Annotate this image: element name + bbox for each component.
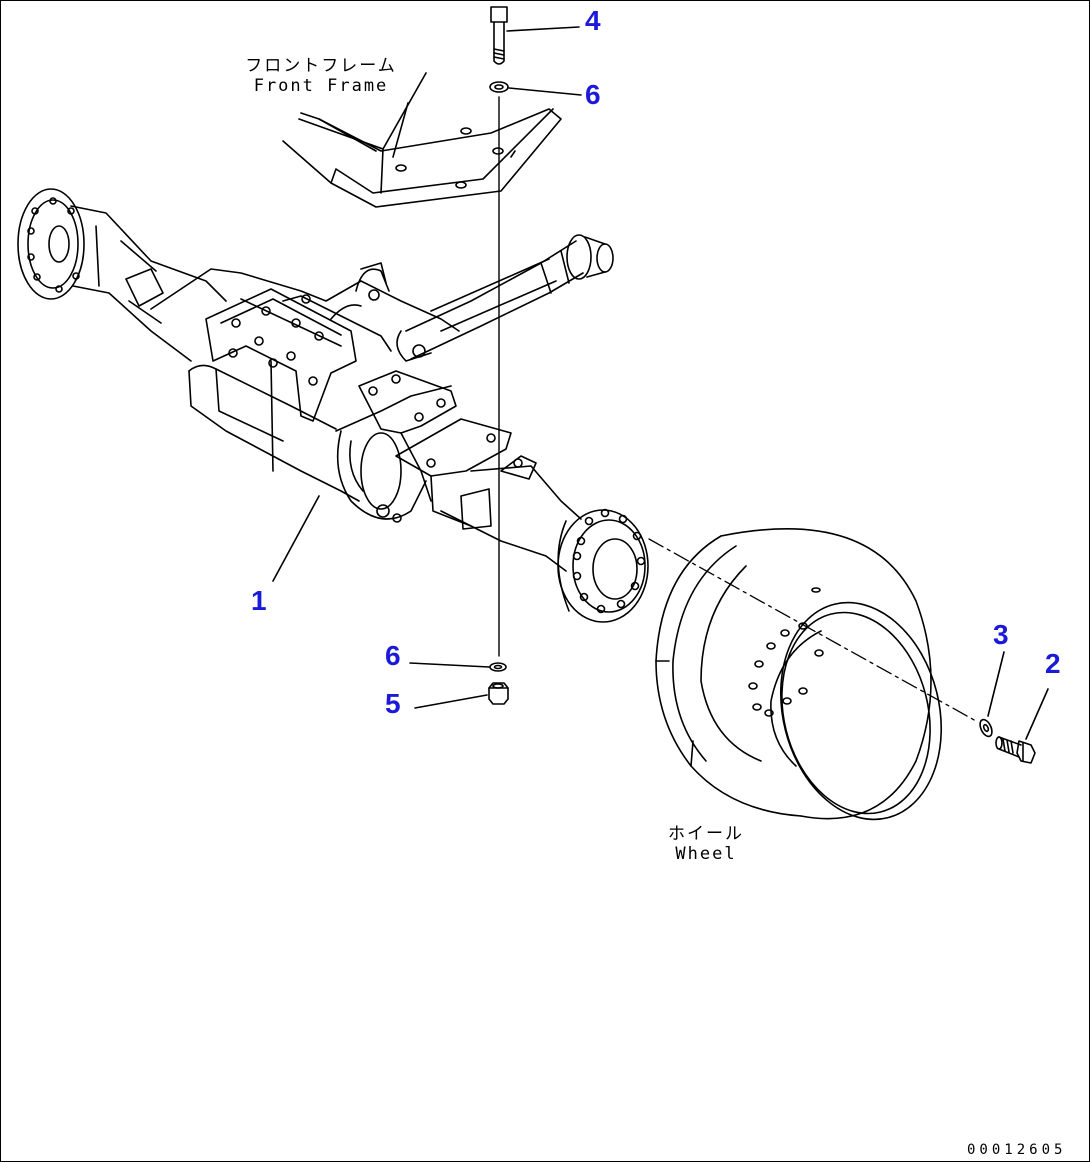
- wheel: [655, 528, 943, 821]
- front-frame-label-en: Front Frame: [253, 75, 389, 96]
- hub-centerline: [648, 538, 977, 722]
- wheel-label-jp: ホイール: [668, 824, 744, 844]
- bolt-2: [995, 688, 1049, 764]
- callout-6-bottom: 6: [385, 640, 401, 671]
- callout-4: 4: [585, 5, 601, 36]
- front-frame: [282, 72, 562, 208]
- callout-6-top: 6: [585, 79, 601, 110]
- front-frame-label: フロントフレーム Front Frame: [241, 56, 401, 96]
- front-frame-leader: [392, 102, 409, 158]
- wheel-label: ホイール Wheel: [656, 824, 756, 864]
- callout-1: 1: [251, 585, 267, 616]
- bolt-4: [490, 6, 580, 65]
- callout-3: 3: [993, 619, 1009, 650]
- nut-5: [414, 682, 509, 709]
- front-frame-label-jp: フロントフレーム: [245, 56, 397, 76]
- leader-1: [272, 495, 320, 582]
- washer-6-bottom: [409, 662, 507, 672]
- axle-assembly: [17, 188, 649, 623]
- callout-2: 2: [1045, 648, 1061, 679]
- drawing-code: 00012605: [967, 1142, 1067, 1158]
- washer-3: [979, 651, 1005, 738]
- callout-5: 5: [385, 688, 401, 719]
- washer-6-top: [489, 81, 582, 96]
- wheel-label-en: Wheel: [675, 843, 737, 864]
